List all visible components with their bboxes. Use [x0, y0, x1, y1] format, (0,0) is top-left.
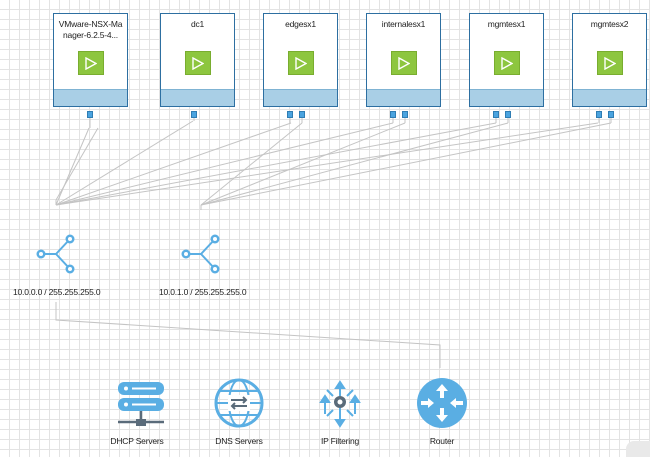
- play-icon[interactable]: [597, 51, 623, 75]
- vm-name: edgesx1: [285, 19, 316, 29]
- vm-footer: [573, 89, 646, 106]
- service-router[interactable]: Router: [407, 378, 477, 446]
- network-port[interactable]: [87, 111, 93, 118]
- vm-node[interactable]: mgmtesx2: [572, 13, 647, 107]
- network-port[interactable]: [299, 111, 305, 118]
- network-port[interactable]: [505, 111, 511, 118]
- vm-footer: [470, 89, 543, 106]
- vm-footer: [54, 89, 127, 106]
- network-port[interactable]: [287, 111, 293, 118]
- network-port[interactable]: [191, 111, 197, 118]
- vm-name: mgmtesx1: [487, 19, 526, 29]
- service-dns-servers[interactable]: DNS Servers: [204, 378, 274, 446]
- dns-server-icon: [212, 378, 266, 432]
- network-port[interactable]: [596, 111, 602, 118]
- network-port[interactable]: [493, 111, 499, 118]
- vm-node[interactable]: internalesx1: [366, 13, 441, 107]
- network-port[interactable]: [608, 111, 614, 118]
- dhcp-server-icon: [110, 378, 164, 432]
- network-switch-icon[interactable]: [32, 230, 82, 276]
- vm-footer: [264, 89, 337, 106]
- play-icon[interactable]: [391, 51, 417, 75]
- service-label: Router: [429, 436, 455, 446]
- play-icon[interactable]: [494, 51, 520, 75]
- vm-node[interactable]: edgesx1: [263, 13, 338, 107]
- service-ip-filtering[interactable]: IP Filtering: [305, 378, 375, 446]
- vm-footer: [367, 89, 440, 106]
- vm-node[interactable]: dc1: [160, 13, 235, 107]
- ip-filtering-icon: [313, 378, 367, 432]
- network-switch-icon[interactable]: [177, 230, 227, 276]
- vm-node[interactable]: VMware-NSX-Manager-6.2.5-4...: [53, 13, 128, 107]
- service-label: DHCP Servers: [110, 436, 164, 446]
- service-dhcp-servers[interactable]: DHCP Servers: [102, 378, 172, 446]
- service-label: DNS Servers: [215, 436, 263, 446]
- network-label: 10.0.1.0 / 255.255.255.0: [159, 287, 247, 297]
- network-port[interactable]: [390, 111, 396, 118]
- network-label: 10.0.0.0 / 255.255.255.0: [13, 287, 101, 297]
- play-icon[interactable]: [78, 51, 104, 75]
- router-icon: [415, 378, 469, 432]
- network-port[interactable]: [402, 111, 408, 118]
- service-label: IP Filtering: [320, 436, 360, 446]
- vm-node[interactable]: mgmtesx1: [469, 13, 544, 107]
- canvas-corner-control[interactable]: [626, 441, 650, 457]
- play-icon[interactable]: [185, 51, 211, 75]
- play-icon[interactable]: [288, 51, 314, 75]
- vm-name: mgmtesx2: [590, 19, 629, 29]
- vm-footer: [161, 89, 234, 106]
- vm-name: VMware-NSX-Manager-6.2.5-4...: [58, 19, 123, 40]
- vm-name: dc1: [190, 19, 205, 29]
- vm-name: internalesx1: [381, 19, 426, 29]
